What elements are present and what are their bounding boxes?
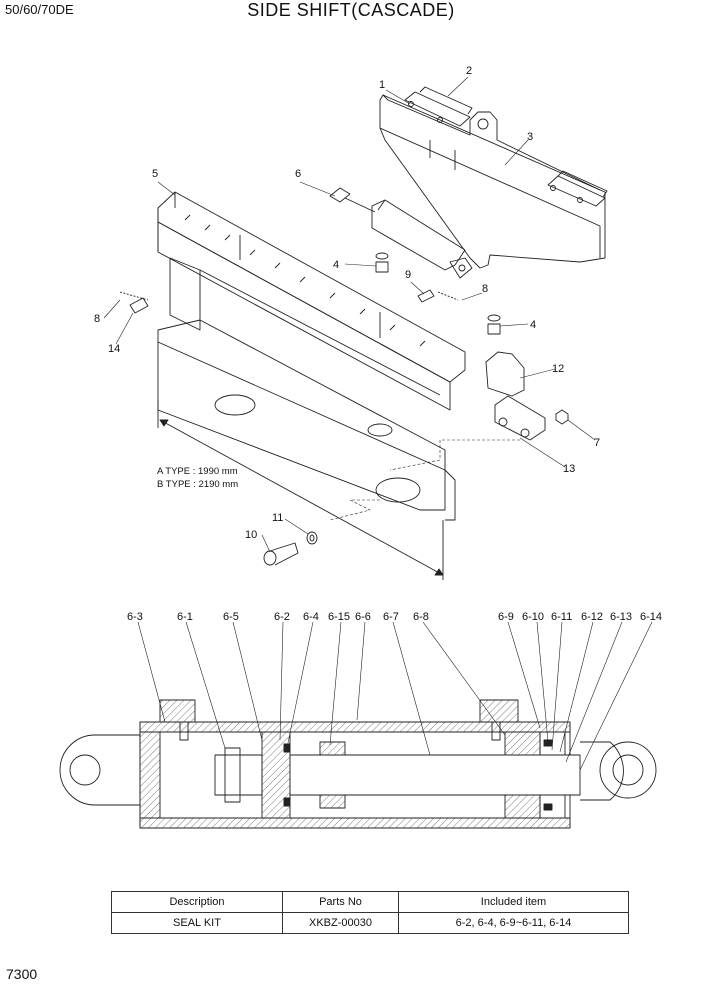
callout-14: 14	[108, 343, 120, 355]
dimension-a-type: A TYPE : 1990 mm	[157, 466, 238, 477]
exploded-callouts: 1 2 3 4 4 5 6 7 8 8 9 10 11 12 13 14 A T…	[94, 65, 600, 541]
callout-10: 10	[245, 529, 257, 541]
callout-6-15: 6-15	[328, 611, 350, 623]
page-title: SIDE SHIFT(CASCADE)	[247, 0, 455, 20]
callout-8b: 8	[482, 283, 488, 295]
hook-plate-part	[379, 94, 606, 269]
callout-6-6: 6-6	[355, 611, 371, 623]
callout-6-8: 6-8	[413, 611, 429, 623]
callout-1: 1	[379, 79, 385, 91]
page-number: 7300	[6, 966, 38, 982]
cylinder-leaders	[137, 621, 653, 771]
callout-9: 9	[405, 269, 411, 281]
cell-parts-no: XKBZ-00030	[282, 912, 399, 934]
callout-6-9: 6-9	[498, 611, 514, 623]
callout-6-11: 6-11	[551, 611, 572, 623]
callout-3: 3	[527, 131, 533, 143]
callout-6-12: 6-12	[581, 611, 603, 623]
callout-6-13: 6-13	[610, 611, 632, 623]
callout-5: 5	[152, 168, 158, 180]
callout-4b: 4	[530, 319, 536, 331]
cell-description: SEAL KIT	[111, 912, 283, 934]
callout-6: 6	[295, 168, 301, 180]
table-row: SEAL KIT XKBZ-00030 6-2, 6-4, 6-9~6-11, …	[111, 912, 629, 934]
callout-6-5: 6-5	[223, 611, 239, 623]
callout-6-14: 6-14	[640, 611, 662, 623]
small-parts	[119, 252, 569, 566]
cylinder-callouts: 6-3 6-1 6-5 6-2 6-4 6-15 6-6 6-7 6-8 6-9…	[127, 611, 662, 623]
dimension-line	[157, 400, 444, 580]
callout-leaders	[103, 76, 596, 553]
callout-6-1: 6-1	[177, 611, 193, 623]
seal-kit-table: Description Parts No Included item SEAL …	[111, 891, 629, 934]
callout-7: 7	[594, 437, 600, 449]
callout-12: 12	[552, 363, 564, 375]
model-label: 50/60/70DE	[5, 2, 74, 17]
frame-part	[157, 191, 466, 521]
dimension-b-type: B TYPE : 2190 mm	[157, 479, 238, 490]
callout-6-4: 6-4	[303, 611, 319, 623]
upper-hook-parts	[404, 86, 608, 207]
table-header-row: Description Parts No Included item	[111, 891, 629, 913]
cylinder-part	[329, 187, 473, 279]
callout-6-3: 6-3	[127, 611, 143, 623]
callout-2: 2	[466, 65, 472, 77]
callout-8a: 8	[94, 313, 100, 325]
header-description: Description	[111, 891, 283, 913]
header-parts-no: Parts No	[282, 891, 399, 913]
cell-included-item: 6-2, 6-4, 6-9~6-11, 6-14	[398, 912, 629, 934]
callout-11: 11	[272, 512, 283, 524]
callout-13: 13	[563, 463, 575, 475]
callout-4a: 4	[333, 259, 339, 271]
callout-6-2: 6-2	[274, 611, 290, 623]
callout-6-10: 6-10	[522, 611, 544, 623]
header-included-item: Included item	[398, 891, 629, 913]
callout-6-7: 6-7	[383, 611, 399, 623]
cylinder-section	[59, 699, 657, 829]
